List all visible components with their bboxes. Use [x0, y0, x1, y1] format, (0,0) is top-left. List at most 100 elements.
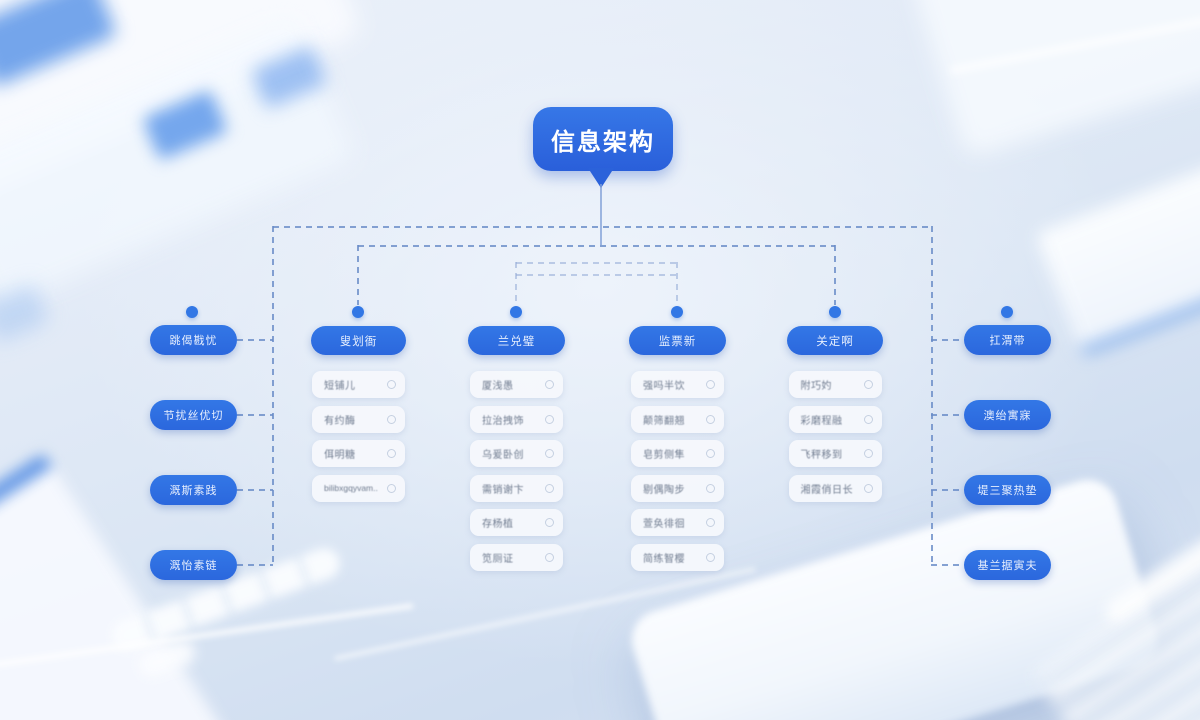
list-item[interactable]: 湘霞俏日长	[788, 474, 882, 502]
connector-stub-left-3	[237, 489, 273, 491]
branch-node[interactable]: 溉怡素链	[150, 550, 237, 580]
item-label: 短铺儿	[324, 381, 356, 392]
item-label: 彩磨程融	[800, 415, 843, 427]
item-label: 飞秤移到	[800, 450, 843, 461]
item-label: 颠筛翻翘	[643, 415, 685, 427]
category-column-2: 兰兑璧 厦浅愚 拉治拽饰 乌爰卧创 需销谢卞 存杨植 笕厕证	[468, 326, 565, 571]
bg-left-edge-shape	[0, 282, 50, 344]
list-item[interactable]: bilibxgqyvam..	[312, 474, 405, 502]
bubble-tail	[588, 168, 614, 188]
bg-tablet-device	[1035, 158, 1200, 358]
list-item[interactable]: 厦浅愚	[470, 371, 563, 398]
radio-circle-icon	[706, 518, 715, 527]
branch-node[interactable]: 溉斯素践	[150, 475, 237, 505]
column-header[interactable]: 监票新	[629, 326, 726, 355]
connector-inner-horizontal-1	[516, 262, 677, 264]
bg-thin-line-b	[334, 567, 756, 661]
radio-circle-icon	[863, 483, 873, 493]
category-column-4: 关定啊 附巧妁 彩磨程融 飞秤移到 湘霞俏日长	[787, 326, 883, 502]
list-item[interactable]: 笕厕证	[470, 543, 563, 571]
branch-node[interactable]: 扛渭带	[964, 325, 1051, 355]
item-label: 湘霞俏日长	[800, 484, 853, 496]
category-column-3: 监票新 强吗半饮 颠筛翻翘 皂剪侧隼 剔偶陶步 萱奂徘徊 简练智樱	[629, 326, 726, 571]
list-item[interactable]: 剔偶陶步	[631, 474, 724, 502]
radio-circle-icon	[863, 449, 873, 458]
list-item[interactable]: 飞秤移到	[788, 440, 882, 467]
branch-node[interactable]: 澳绐寓寐	[964, 400, 1051, 430]
radio-circle-icon	[545, 449, 554, 458]
radio-circle-icon	[545, 518, 554, 527]
item-label: 笕厕证	[482, 553, 514, 565]
radio-circle-icon	[706, 449, 715, 458]
connector-stub-left-2	[237, 414, 273, 416]
radio-circle-icon	[706, 414, 715, 424]
radio-circle-icon	[387, 414, 396, 424]
connector-stub-right-2	[931, 414, 964, 416]
branch-column-right: 扛渭带 澳绐寓寐 堤三聚热垫 基兰据寅夫	[964, 325, 1051, 625]
column-header[interactable]: 叟划衙	[311, 326, 406, 355]
node-dot-col1	[352, 306, 364, 318]
item-label: 乌爰卧创	[482, 450, 524, 461]
list-item[interactable]: 乌爰卧创	[470, 440, 563, 467]
item-label: 强吗半饮	[643, 381, 685, 392]
list-item[interactable]: 彩磨程融	[788, 405, 882, 433]
bg-card-top-left-2	[0, 14, 355, 311]
radio-circle-icon	[387, 483, 396, 493]
branch-node[interactable]: 跳偈戡忧	[150, 325, 237, 355]
list-item[interactable]: 有约酶	[312, 405, 405, 433]
list-item[interactable]: 佴明糖	[312, 440, 405, 467]
connector-mid-left-vertical	[357, 245, 359, 305]
node-dot-col4	[829, 306, 841, 318]
branch-node[interactable]: 堤三聚热垫	[964, 475, 1051, 505]
bg-surface-top-right	[908, 0, 1200, 159]
connector-inner-right-vertical	[676, 262, 678, 305]
list-item[interactable]: 皂剪侧隼	[631, 440, 724, 467]
connector-outer-right-vertical	[931, 226, 933, 565]
branch-node[interactable]: 基兰据寅夫	[964, 550, 1051, 580]
radio-circle-icon	[545, 552, 554, 562]
bg-blue-key-1	[0, 0, 118, 88]
item-label: 佴明糖	[324, 450, 356, 461]
list-item[interactable]: 附巧妁	[788, 371, 882, 398]
item-label: 厦浅愚	[482, 381, 514, 392]
connector-stub-left-4	[237, 564, 273, 566]
list-item[interactable]: 萱奂徘徊	[631, 509, 724, 536]
list-item[interactable]: 拉治拽饰	[470, 405, 563, 433]
connector-stub-left-1	[237, 339, 273, 341]
node-dot-col2	[510, 306, 522, 318]
item-label: 附巧妁	[800, 381, 832, 392]
list-item[interactable]: 简练智樱	[631, 543, 724, 571]
connector-mid-right-vertical	[834, 245, 836, 305]
radio-circle-icon	[545, 483, 554, 493]
bg-striped-rows-bottom-right	[1033, 528, 1200, 720]
diagram-title-bubble[interactable]: 信息架构	[533, 107, 673, 171]
item-label: 萱奂徘徊	[643, 519, 685, 530]
connector-mid-horizontal	[358, 245, 835, 247]
item-label: 简练智樱	[643, 553, 685, 565]
radio-circle-icon	[863, 414, 873, 424]
connector-outer-horizontal	[273, 226, 932, 228]
column-header[interactable]: 关定啊	[787, 326, 883, 355]
list-item[interactable]: 存杨植	[470, 509, 563, 536]
item-label: 拉治拽饰	[482, 415, 524, 427]
list-item[interactable]: 需销谢卞	[470, 474, 563, 502]
item-label: 存杨植	[482, 519, 514, 530]
connector-inner-horizontal-2	[516, 274, 677, 276]
bg-card-top-left	[0, 0, 363, 201]
item-label: 需销谢卞	[482, 484, 524, 496]
list-item[interactable]: 强吗半饮	[631, 371, 724, 398]
bg-blue-key-2	[141, 89, 229, 161]
branch-node[interactable]: 节扰丝优切	[150, 400, 237, 430]
node-dot-right	[1001, 306, 1013, 318]
radio-circle-icon	[706, 552, 715, 562]
column-header[interactable]: 兰兑璧	[468, 326, 565, 355]
radio-circle-icon	[387, 449, 396, 458]
item-label: 皂剪侧隼	[643, 450, 685, 461]
item-label: bilibxgqyvam..	[324, 483, 378, 493]
connector-outer-left-vertical	[272, 226, 274, 565]
list-item[interactable]: 短铺儿	[312, 371, 405, 398]
list-item[interactable]: 颠筛翻翘	[631, 405, 724, 433]
node-dot-col3	[671, 306, 683, 318]
bg-highlight-line-top-right	[950, 8, 1200, 74]
